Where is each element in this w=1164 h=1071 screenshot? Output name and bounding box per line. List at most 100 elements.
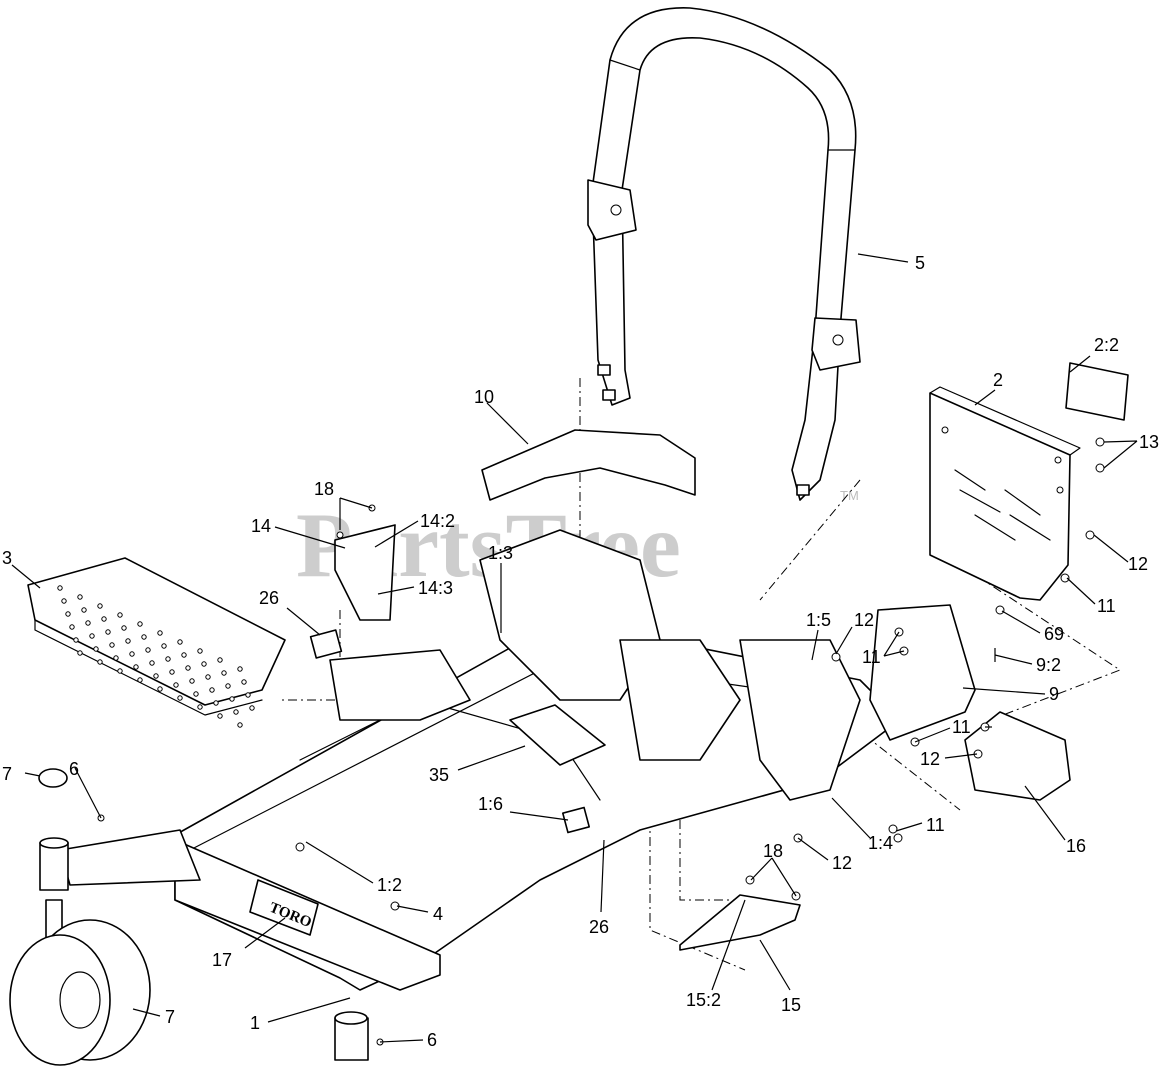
callout-12-bottom: 12 <box>832 853 852 873</box>
callout-15: 15 <box>781 995 801 1015</box>
rear-shield <box>929 386 1081 601</box>
callout-9: 9 <box>1049 684 1059 704</box>
callout-5: 5 <box>915 253 925 273</box>
perforation-hole <box>217 713 223 719</box>
perforation-hole <box>113 655 119 661</box>
perforation-hole <box>197 704 203 710</box>
perforation-hole <box>145 647 151 653</box>
callout-17: 17 <box>212 950 232 970</box>
leader-lines <box>11 253 1138 1043</box>
perforation-hole <box>129 651 135 657</box>
callout-11-lower: 11 <box>952 717 971 737</box>
perforation-hole <box>109 642 115 648</box>
perforation-hole <box>209 687 215 693</box>
callout-1-5: 1:5 <box>806 610 831 630</box>
side-shield <box>869 604 976 741</box>
front-bumper: TORO <box>174 839 441 991</box>
callout-12-mid: 12 <box>854 610 874 630</box>
perforation-hole <box>153 673 159 679</box>
callout-7-top: 7 <box>2 764 12 784</box>
perforation-hole <box>157 630 163 636</box>
callout-26-left: 26 <box>259 588 279 608</box>
perforation-hole <box>105 629 111 635</box>
perforation-hole <box>201 661 207 667</box>
caster-wheel <box>9 899 151 1066</box>
dust-cap <box>38 768 68 788</box>
perforation-hole <box>225 683 231 689</box>
callout-18-bottom: 18 <box>763 841 783 861</box>
decal-2-2 <box>1065 362 1129 421</box>
main-frame <box>174 529 901 991</box>
perforation-hole <box>93 646 99 652</box>
callout-18-top: 18 <box>314 479 334 499</box>
perforation-hole <box>81 607 87 613</box>
roll-bar <box>587 7 861 501</box>
callout-10: 10 <box>474 387 494 407</box>
perforation-hole <box>121 625 127 631</box>
perforation-hole <box>61 598 67 604</box>
perforation-hole <box>65 611 71 617</box>
callout-1-3: 1:3 <box>488 543 513 563</box>
callout-1-2: 1:2 <box>377 875 402 895</box>
callout-13: 13 <box>1139 432 1159 452</box>
callout-15-2: 15:2 <box>686 990 721 1010</box>
perforation-hole <box>161 643 167 649</box>
decal-26-bottom <box>561 806 591 834</box>
perforation-hole <box>165 656 171 662</box>
callout-4: 4 <box>433 904 443 924</box>
perforation-hole <box>245 692 251 698</box>
perforation-hole <box>233 709 239 715</box>
perforation-hole <box>89 633 95 639</box>
callout-1: 1 <box>250 1013 260 1033</box>
perforation-hole <box>205 674 211 680</box>
perforation-hole <box>177 695 183 701</box>
callout-6-bottom: 6 <box>427 1030 437 1050</box>
step-plate <box>27 557 286 728</box>
perforation-hole <box>149 660 155 666</box>
decal-26-left <box>309 629 343 659</box>
perforation-hole <box>221 670 227 676</box>
callouts: 5 2:2 2 13 10 18 14 14:2 14:3 3 26 1:3 1… <box>2 253 1159 1050</box>
perforation-hole <box>117 612 123 618</box>
perforation-hole <box>169 669 175 675</box>
callout-11-right: 11 <box>1097 596 1116 616</box>
perforation-hole <box>181 652 187 658</box>
callout-14-3: 14:3 <box>418 578 453 598</box>
perforation-hole <box>137 677 143 683</box>
watermark-tm: TM <box>840 488 859 503</box>
perforation-hole <box>213 700 219 706</box>
guard <box>964 711 1071 801</box>
perforation-hole <box>97 659 103 665</box>
perforation-hole <box>57 585 63 591</box>
perforation-hole <box>85 620 91 626</box>
callout-11-bottom: 11 <box>926 815 945 835</box>
perforation-hole <box>141 634 147 640</box>
callout-9-2: 9:2 <box>1036 655 1061 675</box>
perforation-hole <box>185 665 191 671</box>
perforation-hole <box>157 686 163 692</box>
callout-16: 16 <box>1066 836 1086 856</box>
perforation-hole <box>117 668 123 674</box>
console-panel <box>481 429 696 501</box>
perforation-hole <box>69 624 75 630</box>
callout-6-top: 6 <box>69 759 79 779</box>
perforation-hole <box>125 638 131 644</box>
perforation-hole <box>241 679 247 685</box>
callout-1-4: 1:4 <box>868 833 893 853</box>
bracket-14 <box>334 524 396 621</box>
callout-12-lower: 12 <box>920 749 940 769</box>
callout-2-2: 2:2 <box>1094 335 1119 355</box>
perforation-hole <box>237 722 243 728</box>
perforation-hole <box>237 666 243 672</box>
perforation-hole <box>137 621 143 627</box>
perforation-hole <box>217 657 223 663</box>
perforation-hole <box>249 705 255 711</box>
callout-26-bottom: 26 <box>589 917 609 937</box>
callout-14: 14 <box>251 516 271 536</box>
cover-plate <box>509 704 606 766</box>
perforation-hole <box>229 696 235 702</box>
callout-2: 2 <box>993 370 1003 390</box>
callout-7-bottom: 7 <box>165 1007 175 1027</box>
perforation-hole <box>133 664 139 670</box>
perforation-hole <box>197 648 203 654</box>
